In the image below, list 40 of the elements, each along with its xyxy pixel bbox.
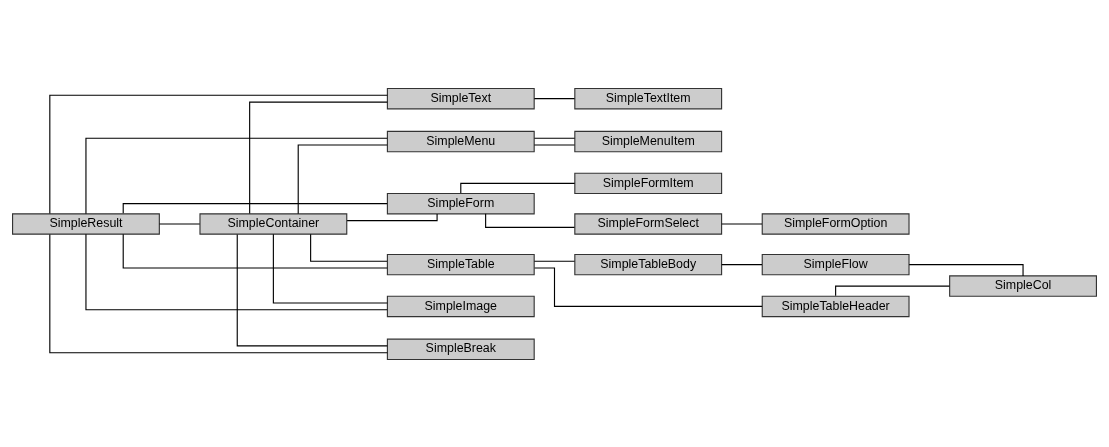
connector <box>272 233 388 304</box>
node-box: SimpleTable <box>386 253 535 275</box>
connector <box>85 233 388 310</box>
connector <box>533 260 576 262</box>
node-box: SimpleTableHeader <box>761 295 910 317</box>
connector <box>835 285 951 296</box>
connector <box>249 101 388 214</box>
connector <box>158 222 201 225</box>
node-box: SimpleFlow <box>761 253 910 275</box>
connector <box>533 97 576 99</box>
node-box: SimpleContainer <box>199 212 348 235</box>
connector <box>721 222 763 225</box>
connector <box>85 137 388 214</box>
connector <box>49 233 388 353</box>
node-box: SimpleText <box>386 87 535 109</box>
connector <box>533 137 576 139</box>
node-box: SimpleFormSelect <box>574 212 723 235</box>
connector <box>310 233 388 262</box>
connector <box>49 94 388 214</box>
node-box: SimpleBreak <box>386 338 535 360</box>
connector <box>460 182 576 194</box>
connector <box>122 233 388 269</box>
node-box: SimpleFormItem <box>574 172 723 194</box>
connector <box>236 233 388 346</box>
connector <box>534 266 763 307</box>
connector <box>297 143 388 214</box>
node-box: SimpleCol <box>949 274 1097 297</box>
node-box: SimpleForm <box>386 192 535 214</box>
node-box: SimpleTableBody <box>574 253 723 275</box>
connector <box>346 213 438 221</box>
node-box: SimpleResult <box>12 212 160 235</box>
connector <box>122 202 388 214</box>
node-box: SimpleTextItem <box>574 87 723 109</box>
connector <box>908 263 1024 276</box>
connector <box>721 263 763 265</box>
node-box: SimpleImage <box>386 295 535 317</box>
connector <box>533 143 576 146</box>
node-box: SimpleFormOption <box>761 212 910 235</box>
node-box: SimpleMenuItem <box>574 130 723 152</box>
node-box: SimpleMenu <box>386 130 535 152</box>
